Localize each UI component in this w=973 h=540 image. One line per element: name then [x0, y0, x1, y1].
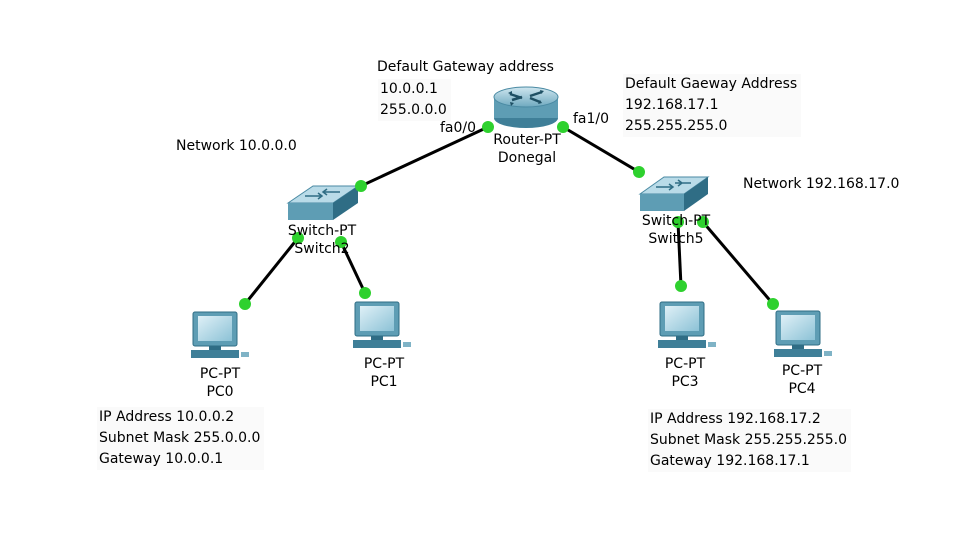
- switch5-name: Switch5: [648, 231, 704, 247]
- link-light: [633, 166, 645, 178]
- link-switch2-pc1[interactable]: [339, 241, 367, 294]
- link-light: [767, 298, 779, 310]
- pc3-gateway: Gateway 192.168.17.1: [650, 453, 810, 469]
- link-switch5-pc3[interactable]: [676, 221, 683, 287]
- network-right-label: Network 192.168.17.0: [743, 176, 900, 192]
- link-router-switch5[interactable]: [562, 125, 640, 174]
- links: [243, 125, 775, 305]
- gateway-left-ip: 10.0.0.1: [380, 81, 438, 97]
- network-left-label: Network 10.0.0.0: [176, 138, 297, 154]
- link-light: [239, 298, 251, 310]
- router-label: Router-PT Donegal: [482, 131, 572, 167]
- link-light: [557, 121, 569, 133]
- link-switch2-pc0[interactable]: [243, 237, 300, 305]
- gateway-right-heading: Default Gaeway Address: [625, 76, 798, 92]
- switch5-type: Switch-PT: [641, 213, 711, 229]
- pc1-name: PC1: [370, 374, 398, 390]
- pc4-type: PC-PT: [781, 363, 823, 379]
- pc3-ip-address: IP Address 192.168.17.2: [650, 411, 821, 427]
- pc3-icon[interactable]: [658, 301, 716, 348]
- pc0-type: PC-PT: [199, 366, 241, 382]
- pc0-label: PC-PT PC0: [180, 365, 260, 401]
- pc1-icon[interactable]: [353, 301, 411, 348]
- link-lights: [239, 121, 779, 310]
- gateway-right-ip: 192.168.17.1: [625, 97, 719, 113]
- pc1-label: PC-PT PC1: [344, 355, 424, 391]
- pc3-type: PC-PT: [664, 356, 706, 372]
- gateway-left-note: 10.0.0.1 255.0.0.0: [378, 79, 451, 121]
- pc0-name: PC0: [206, 384, 234, 400]
- switch5-label: Switch-PT Switch5: [631, 212, 721, 248]
- gateway-right-mask: 255.255.255.0: [625, 118, 728, 134]
- pc3-label: PC-PT PC3: [645, 355, 725, 391]
- port-fa0-label: fa0/0: [440, 120, 477, 136]
- switch2-type: Switch-PT: [287, 223, 357, 239]
- link-light: [697, 216, 709, 228]
- link-router-switch2[interactable]: [360, 125, 489, 188]
- pc4-label: PC-PT PC4: [762, 362, 842, 398]
- link-light: [482, 121, 494, 133]
- link-light: [359, 287, 371, 299]
- router-type: Router-PT: [493, 132, 561, 148]
- pc0-gateway: Gateway 10.0.0.1: [99, 451, 224, 467]
- pc3-subnet-mask: Subnet Mask 255.255.255.0: [650, 432, 848, 448]
- pc0-config-note: IP Address 10.0.0.2 Subnet Mask 255.0.0.…: [97, 407, 265, 470]
- switch5-icon[interactable]: [638, 176, 710, 211]
- pc4-icon[interactable]: [774, 310, 832, 357]
- pc0-ip-address: IP Address 10.0.0.2: [99, 409, 235, 425]
- pc3-config-note: IP Address 192.168.17.2 Subnet Mask 255.…: [648, 409, 852, 472]
- switch2-icon[interactable]: [286, 185, 360, 220]
- pc4-name: PC4: [788, 381, 816, 397]
- link-switch5-pc4[interactable]: [701, 221, 775, 305]
- switch2-label: Switch-PT Switch2: [277, 222, 367, 258]
- port-fa1-label: fa1/0: [573, 111, 610, 127]
- switch2-name: Switch2: [294, 241, 350, 257]
- link-light: [355, 180, 367, 192]
- link-light: [292, 232, 304, 244]
- pc0-subnet-mask: Subnet Mask 255.0.0.0: [99, 430, 261, 446]
- router-name: Donegal: [497, 150, 557, 166]
- pc1-type: PC-PT: [363, 356, 405, 372]
- link-light: [672, 216, 684, 228]
- gateway-right-note: Default Gaeway Address 192.168.17.1 255.…: [623, 74, 802, 137]
- pc3-name: PC3: [671, 374, 699, 390]
- link-light: [675, 280, 687, 292]
- gateway-left-mask: 255.0.0.0: [380, 102, 447, 118]
- link-light: [335, 236, 347, 248]
- router-icon[interactable]: [493, 86, 559, 128]
- gateway-left-heading: Default Gateway address: [377, 59, 554, 75]
- pc0-icon[interactable]: [191, 311, 249, 358]
